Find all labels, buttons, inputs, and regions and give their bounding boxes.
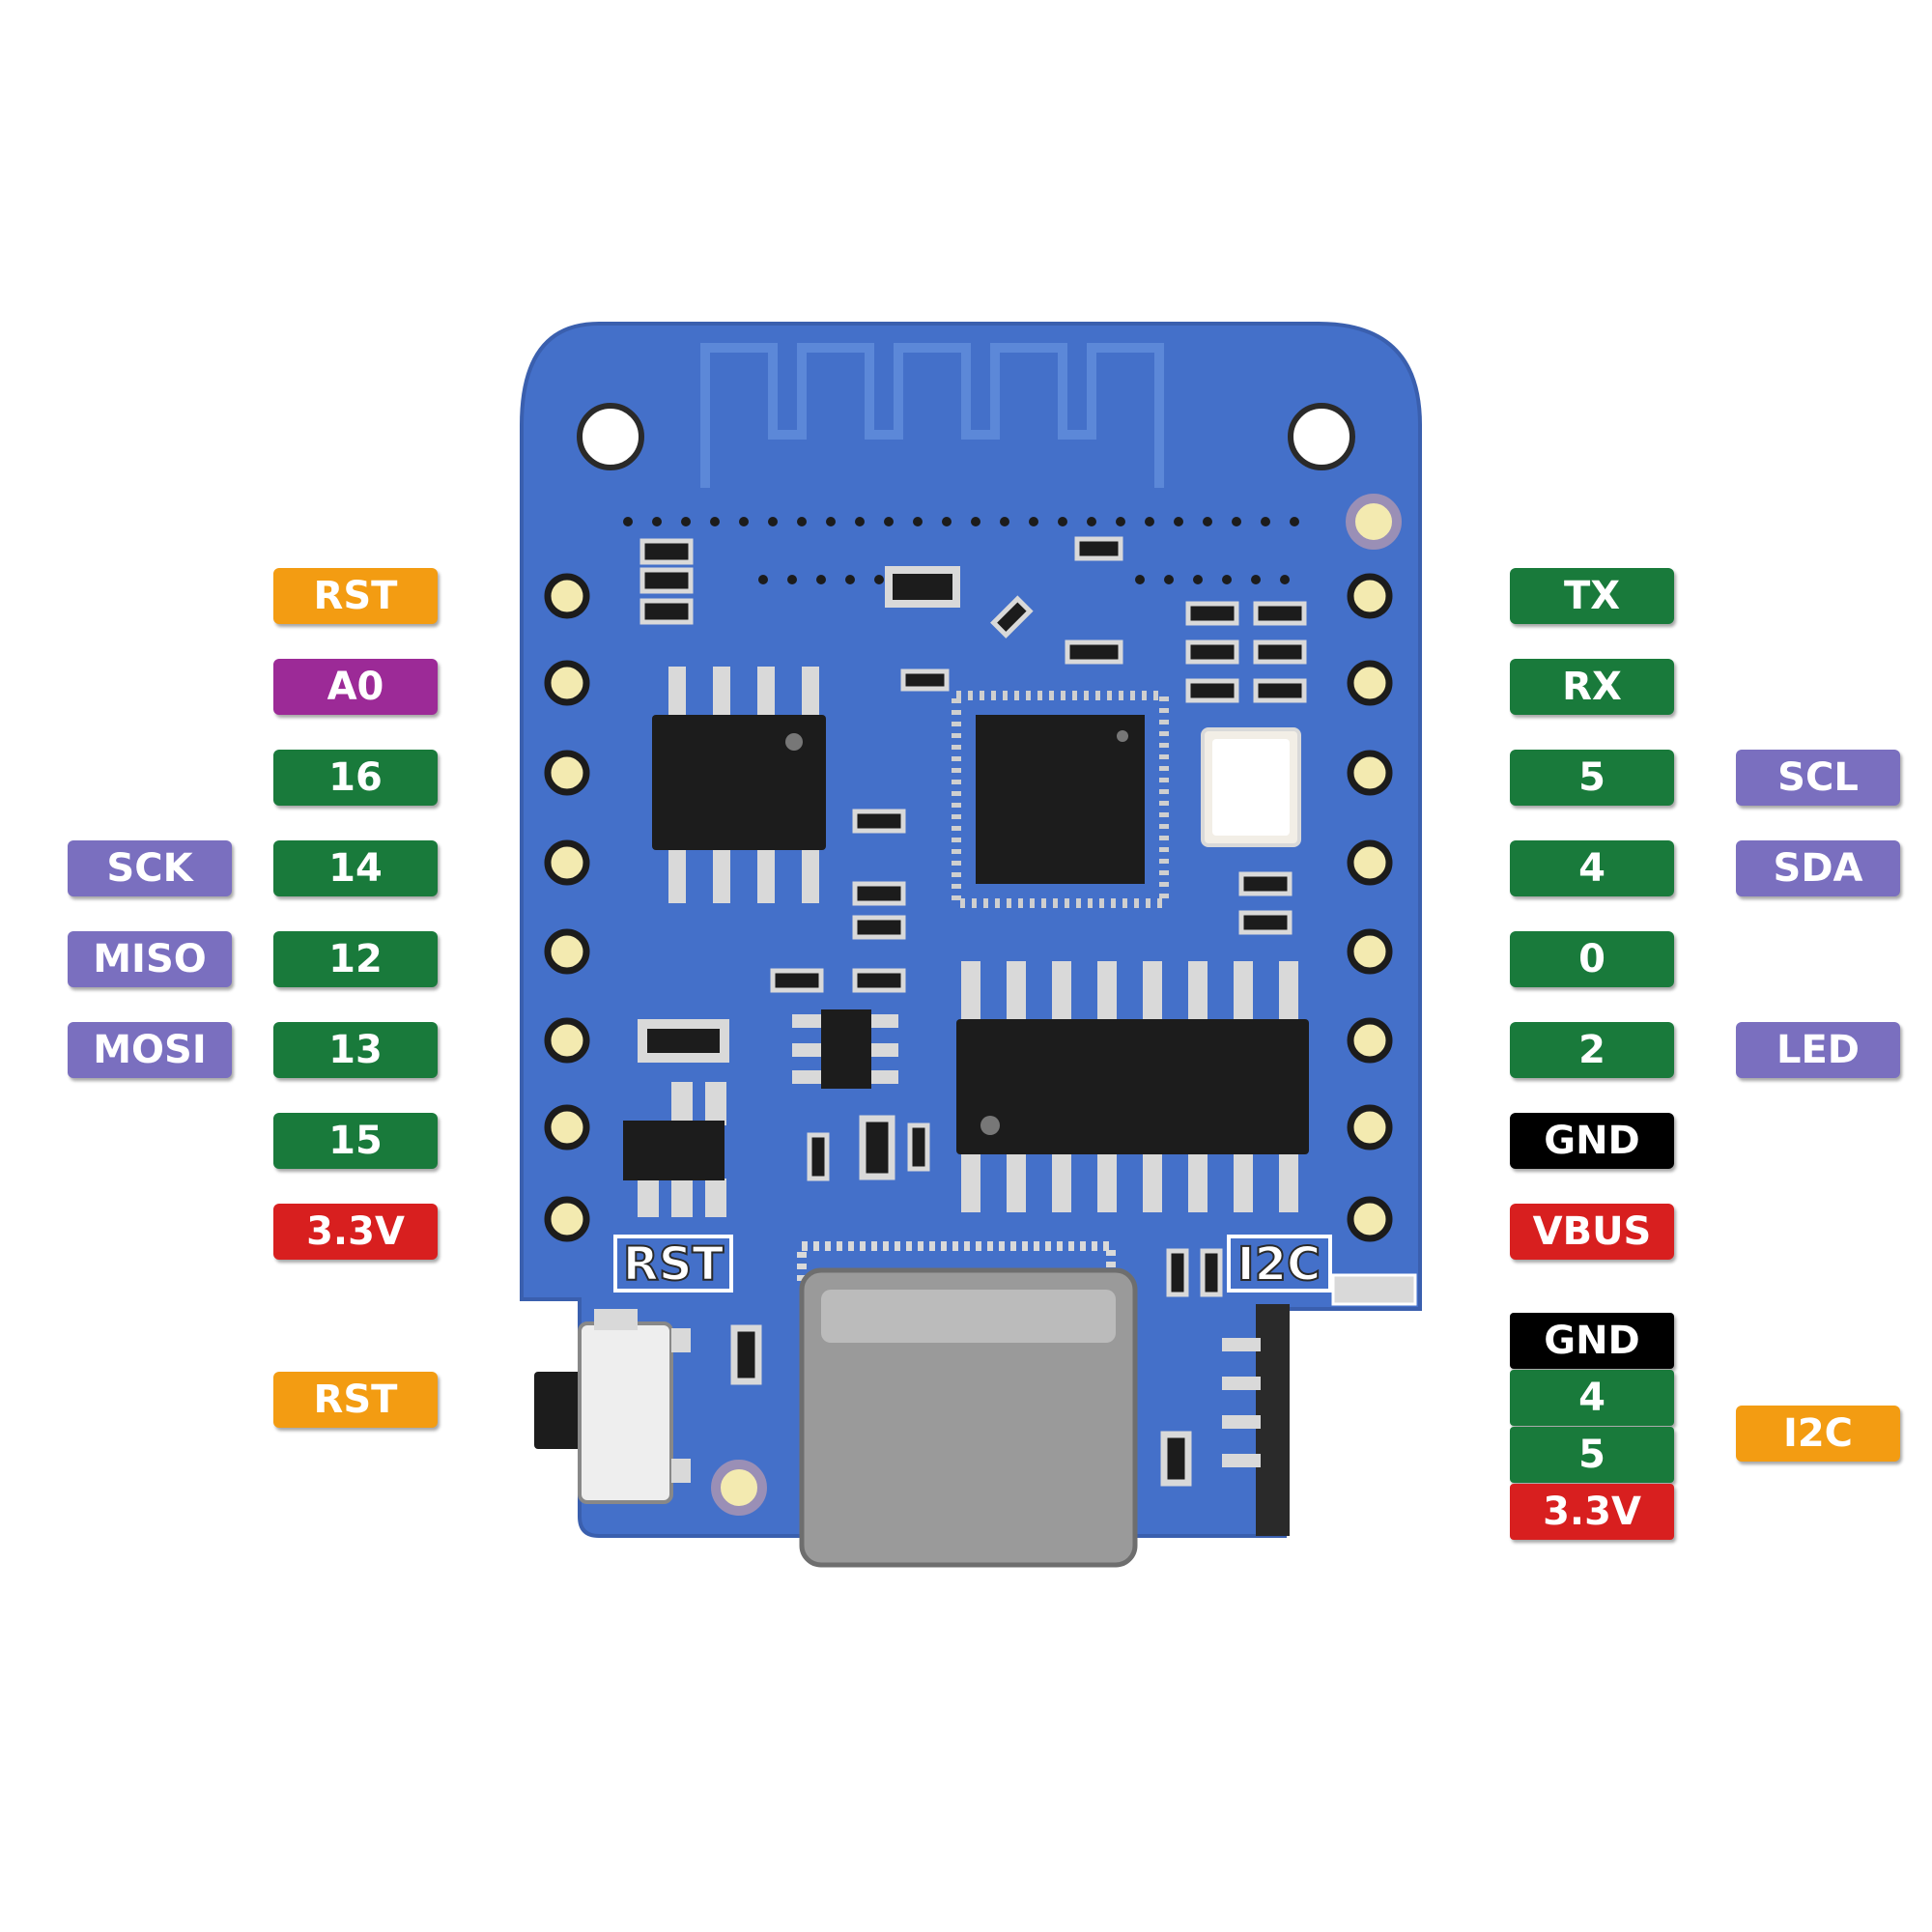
pin-alt-scl: SCL xyxy=(1736,750,1900,806)
i2c-jst-connector xyxy=(1222,1273,1417,1536)
right-header-pins xyxy=(1347,573,1393,1242)
pin-alt-sda: SDA xyxy=(1736,840,1900,896)
silk-i2c-box xyxy=(1227,1235,1332,1293)
i2c-pin-3v3: 3.3V xyxy=(1510,1484,1674,1540)
flash-chip xyxy=(652,667,826,903)
pin-alt-sck: SCK xyxy=(68,840,232,896)
pin-alt-mosi: MOSI xyxy=(68,1022,232,1078)
mount-hole xyxy=(1288,403,1355,470)
via-row xyxy=(623,517,1299,584)
silk-i2c-label: I2C xyxy=(1237,1237,1321,1292)
pin-label-vbus: VBUS xyxy=(1510,1204,1674,1260)
pin-label-15: 15 xyxy=(273,1113,438,1169)
pin-label-12: 12 xyxy=(273,931,438,987)
pin-alt-miso: MISO xyxy=(68,931,232,987)
usb-c-connector xyxy=(797,1241,1138,1568)
pin-label-14: 14 xyxy=(273,840,438,896)
pin-label-a0: A0 xyxy=(273,659,438,715)
pin-label-gnd: GND xyxy=(1510,1113,1674,1169)
mount-hole xyxy=(577,403,644,470)
passives xyxy=(638,536,1307,1487)
pin-label-rx: RX xyxy=(1510,659,1674,715)
pin-alt-led: LED xyxy=(1736,1022,1900,1078)
reset-button-body xyxy=(534,1309,691,1504)
pin-label-16: 16 xyxy=(273,750,438,806)
i2c-group-label: I2C xyxy=(1736,1406,1900,1462)
pin-label-3v3: 3.3V xyxy=(273,1204,438,1260)
pin-label-0: 0 xyxy=(1510,931,1674,987)
antenna-trace xyxy=(700,343,1164,488)
reset-button-label: RST xyxy=(273,1372,438,1428)
test-pad xyxy=(711,1460,767,1516)
pcb-board xyxy=(520,322,1422,1538)
i2c-pin-5: 5 xyxy=(1510,1427,1674,1483)
pin-label-4: 4 xyxy=(1510,840,1674,896)
esp-chip xyxy=(952,691,1169,908)
pin-label-13: 13 xyxy=(273,1022,438,1078)
test-pad xyxy=(1346,494,1402,550)
transistor xyxy=(792,1009,898,1089)
silk-rst-label: RST xyxy=(623,1237,724,1292)
left-header-pins xyxy=(544,573,590,1242)
crystal xyxy=(1201,727,1301,847)
silk-rst-box xyxy=(613,1235,733,1293)
i2c-pin-4: 4 xyxy=(1510,1370,1674,1426)
regulator xyxy=(623,1082,726,1217)
usb-serial-chip xyxy=(956,961,1309,1212)
pin-label-tx: TX xyxy=(1510,568,1674,624)
pin-label-2: 2 xyxy=(1510,1022,1674,1078)
pin-label-5: 5 xyxy=(1510,750,1674,806)
i2c-pin-gnd: GND xyxy=(1510,1313,1674,1369)
pin-label-rst: RST xyxy=(273,568,438,624)
